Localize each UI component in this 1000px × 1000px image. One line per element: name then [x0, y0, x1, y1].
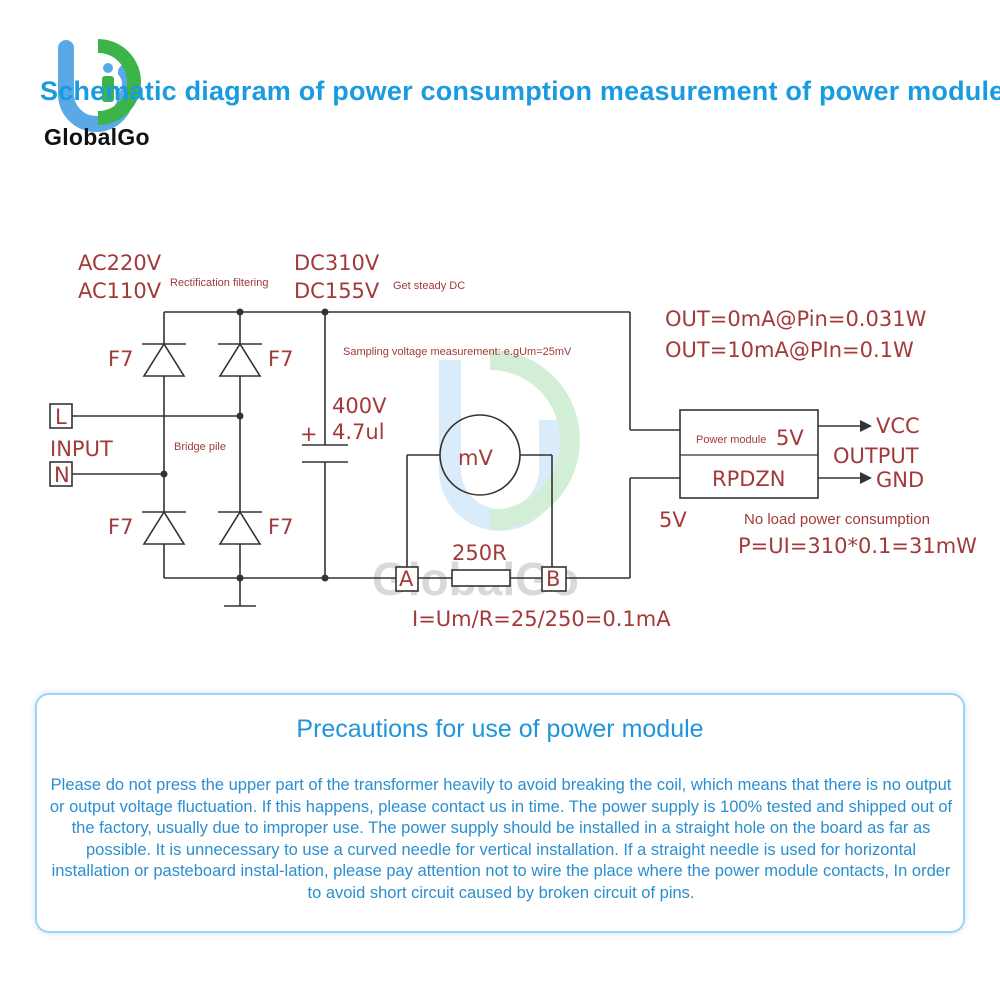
module-voltage: 5V	[776, 426, 804, 450]
point-a-box	[395, 566, 419, 592]
steady-dc-label: Get steady DC	[393, 280, 465, 292]
diode-label: F7	[268, 347, 293, 371]
out-line-2: OUT=10mA@PIn=0.1W	[665, 338, 914, 362]
cap-capacity-label: 4.7ul	[332, 420, 385, 444]
output-arrows	[860, 420, 872, 484]
sampling-label: Sampling voltage measurement: e.gUm=25mV	[343, 346, 572, 358]
diode-icon	[218, 342, 262, 377]
rectification-label: Rectification filtering	[170, 277, 268, 289]
terminal-n-box	[49, 461, 73, 487]
diode-label: F7	[108, 347, 133, 371]
schematic-diagram: GlobalGo	[49, 251, 977, 631]
terminal-l-label: L	[55, 405, 67, 429]
five-v-label: 5V	[659, 508, 687, 532]
diode-icon	[142, 342, 186, 377]
point-a-label: A	[399, 567, 414, 591]
precautions-body: Please do not press the upper part of th…	[49, 776, 953, 902]
cap-plus-label: +	[300, 422, 318, 446]
diode-icon	[218, 510, 262, 545]
terminal-l-box	[49, 403, 73, 429]
power-formula: P=UI=310*0.1=31mW	[738, 534, 977, 558]
module-model: RPDZN	[712, 467, 786, 491]
no-load-label: No load power consumption	[744, 511, 930, 528]
watermark-logo-icon	[439, 350, 580, 531]
bridge-label: Bridge pile	[174, 441, 226, 453]
point-b-label: B	[546, 567, 560, 591]
meter-label: mV	[458, 446, 493, 470]
diode-label: F7	[268, 515, 293, 539]
input-voltage-2: AC110V	[78, 279, 162, 303]
resistor-label: 250R	[452, 541, 507, 565]
brand-name: GlobalGo	[44, 124, 150, 150]
millivolt-meter-icon	[439, 414, 521, 496]
precautions-title: Precautions for use of power module	[296, 715, 704, 743]
out-line-1: OUT=0mA@Pin=0.031W	[665, 307, 927, 331]
module-label: Power module	[696, 434, 766, 446]
gnd-label: GND	[876, 468, 924, 492]
terminal-n-label: N	[54, 463, 70, 487]
resistor-icon	[451, 569, 511, 587]
junction-dots	[160, 308, 329, 582]
precautions-box: Precautions for use of power module Plea…	[35, 693, 965, 933]
vcc-label: VCC	[876, 414, 920, 438]
cap-voltage-label: 400V	[332, 394, 387, 418]
input-label: INPUT	[50, 437, 113, 461]
page-title: Schematic diagram of power consumption m…	[40, 76, 1000, 106]
input-voltage-1: AC220V	[78, 251, 162, 275]
brand-logo-icon	[58, 39, 141, 132]
dc-voltage-2: DC155V	[294, 279, 380, 303]
power-module-box	[679, 409, 819, 499]
diode-label: F7	[108, 515, 133, 539]
dc-voltage-1: DC310V	[294, 251, 380, 275]
output-label: OUTPUT	[833, 444, 919, 468]
point-b-box	[541, 566, 567, 592]
diode-icon	[142, 510, 186, 545]
current-formula: I=Um/R=25/250=0.1mA	[412, 607, 671, 631]
